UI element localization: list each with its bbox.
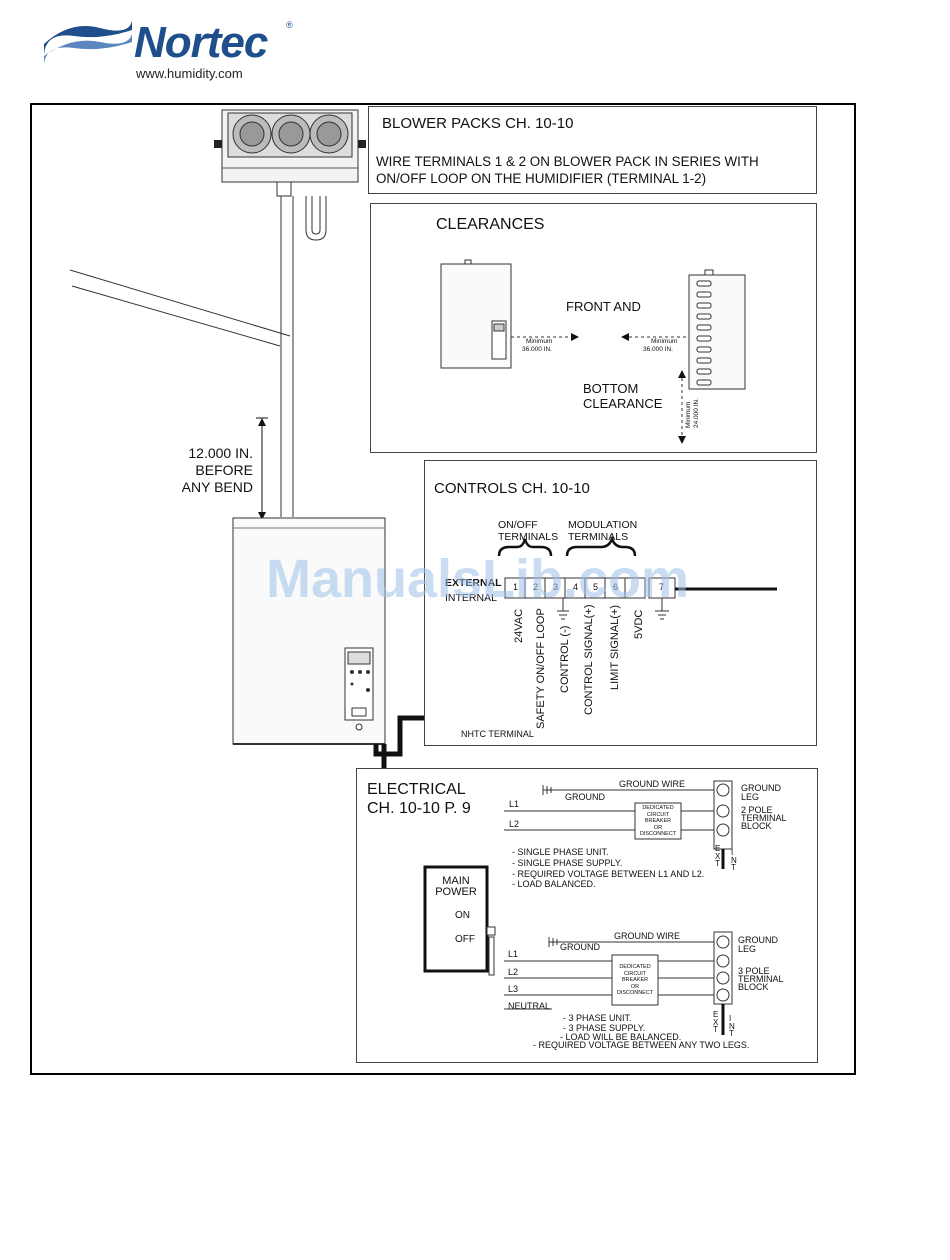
controls-title: CONTROLS CH. 10-10 [434,480,590,497]
three-note-3: - LOAD WILL BE BALANCED. [560,1032,682,1042]
min-bottom-value: 24.000 IN. [693,398,700,428]
clearance-drawing [440,259,746,444]
single-ground-wire: GROUND WIRE [619,779,685,789]
nortec-logo: Nortec ® www.humidity.com [40,14,300,84]
blower-packs-title: BLOWER PACKS CH. 10-10 [382,115,574,132]
bend-any: ANY BEND [181,479,253,495]
min-left-value: 36.000 IN. [522,346,552,353]
single-note-3: - REQUIRED VOLTAGE BETWEEN L1 AND L2. [512,869,705,879]
label-control-minus: CONTROL (-) [559,625,571,693]
controls-panel: CONTROLS CH. 10-10 ON/OFF TERMINALS MODU… [424,460,817,746]
front-and-label: FRONT AND [566,299,641,314]
min-bottom-label: Minimum [685,401,692,428]
three-block-3: BLOCK [738,982,769,992]
single-block-3: BLOCK [741,821,772,831]
three-ground-wire: GROUND WIRE [614,931,680,941]
electrical-panel: ELECTRICAL CH. 10-10 P. 9 GROUND WIRE G [356,768,818,1063]
main-power-label-2: POWER [435,886,477,898]
terminal-4: 4 [573,582,579,592]
website-url[interactable]: www.humidity.com [136,66,243,81]
watermark: ManualsLib.com [266,549,690,609]
onoff-label-2: TERMINALS [498,531,559,543]
humidifier-cabinet [232,517,386,745]
label-limit-signal: LIMIT SIGNAL(+) [609,604,621,690]
modulation-label-1: MODULATION [568,519,638,531]
label-safety-loop: SAFETY ON/OFF LOOP [535,608,547,729]
internal-label: INTERNAL [445,592,497,604]
three-breaker-label: DEDICATED CIRCUIT BREAKER OR DISCONNECT [616,964,654,997]
label-24vac: 24VAC [513,608,525,643]
three-note-2: - 3 PHASE SUPPLY. [563,1023,646,1033]
external-label: EXTERNAL [445,577,502,589]
onoff-label-1: ON/OFF [498,519,538,531]
three-note-4: - REQUIRED VOLTAGE BETWEEN ANY TWO LEGS. [533,1040,750,1050]
three-ground: GROUND [560,942,600,952]
single-ground-leg-2: LEG [741,792,760,802]
single-l2: L2 [509,819,520,829]
single-ext: EXT [715,844,721,869]
main-power-on[interactable]: ON [455,910,470,921]
terminal-strip-drawing [497,535,777,620]
blower-packs-panel: BLOWER PACKS CH. 10-10 WIRE TERMINALS 1 … [368,106,817,194]
clearance-label: CLEARANCE [583,396,663,411]
blower-packs-note-1: WIRE TERMINALS 1 & 2 ON BLOWER PACK IN S… [376,154,759,169]
three-l1: L1 [508,949,519,959]
terminal-5: 5 [593,582,599,592]
bottom-label: BOTTOM [583,381,639,396]
bend-before: BEFORE [195,462,253,478]
three-neutral: NEUTRAL [508,1001,551,1011]
single-ground: GROUND [565,792,605,802]
single-note-2: - SINGLE PHASE SUPPLY. [512,858,623,868]
three-block-1: 3 POLE [738,966,770,976]
single-note-1: - SINGLE PHASE UNIT. [512,847,609,857]
blower-pack-unit [214,109,366,197]
single-int: INT [731,848,737,873]
wiring-diagram [423,780,733,1035]
single-l1: L1 [509,799,520,809]
three-note-1: - 3 PHASE UNIT. [563,1013,632,1023]
brand-name: Nortec [134,18,268,67]
three-ext: EXT [713,1010,719,1035]
terminal-3: 3 [553,582,559,592]
single-block-1: 2 POLE [741,805,773,815]
single-ground-leg-1: GROUND [741,783,781,793]
terminal-1: 1 [513,582,519,592]
label-control-signal: CONTROL SIGNAL(+) [583,604,595,715]
three-ground-leg-1: GROUND [738,935,778,945]
blower-packs-note-2: ON/OFF LOOP ON THE HUMIDIFIER (TERMINAL … [376,171,707,186]
terminal-6: 6 [613,582,619,592]
nhtc-terminal-label: NHTC TERMINAL [461,729,534,739]
main-power-label-1: MAIN [442,875,470,887]
three-block-2: TERMINAL [738,974,784,984]
electrical-chapter: CH. 10-10 P. 9 [367,800,471,817]
min-right-value: 36.000 IN. [643,346,673,353]
electrical-title: ELECTRICAL [367,781,466,798]
label-5vdc: 5VDC [633,609,645,639]
main-power-off[interactable]: OFF [455,934,475,945]
single-breaker-label: DEDICATED CIRCUIT BREAKER OR DISCONNECT [639,805,677,838]
min-right-label: Minimum [651,338,678,345]
min-left-label: Minimum [526,338,553,345]
registered-mark: ® [286,20,293,30]
bend-distance: 12.000 IN. [188,445,253,461]
three-l2: L2 [508,967,519,977]
clearances-title: CLEARANCES [436,216,545,233]
terminal-2: 2 [533,582,539,592]
three-int: INT [729,1014,735,1039]
terminal-7: 7 [659,582,665,592]
clearances-panel: CLEARANCES FRONT AND BOTTOM CLEARANCE Mi… [370,203,817,453]
three-l3: L3 [508,984,519,994]
single-block-2: TERMINAL [741,813,787,823]
wave-icon [44,20,132,64]
diagram-frame [30,103,856,1075]
three-ground-leg-2: LEG [738,944,757,954]
single-note-4: - LOAD BALANCED. [512,879,596,889]
